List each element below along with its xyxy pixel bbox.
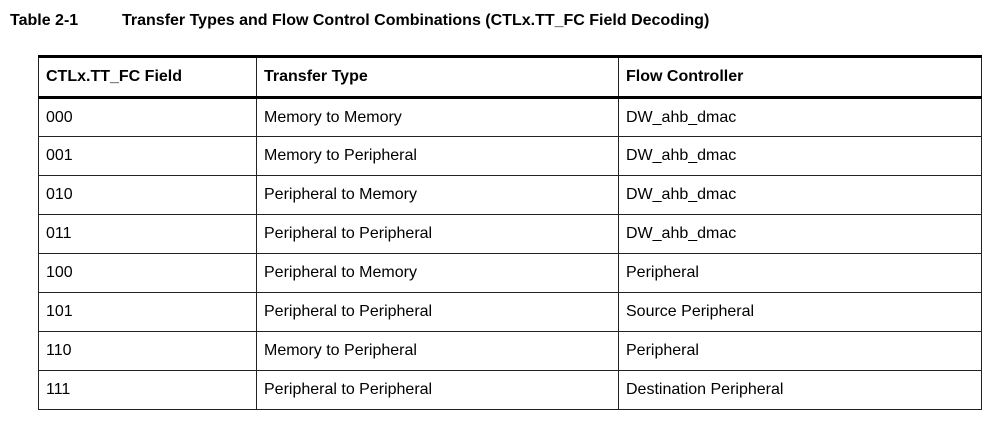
table-row: 110 Memory to Peripheral Peripheral	[38, 331, 982, 371]
cell-flow-controller: DW_ahb_dmac	[618, 214, 982, 254]
table-row: 101 Peripheral to Peripheral Source Peri…	[38, 292, 982, 332]
cell-transfer-type: Memory to Peripheral	[256, 331, 619, 371]
cell-field: 000	[38, 97, 257, 137]
table-row: 100 Peripheral to Memory Peripheral	[38, 253, 982, 293]
table-row: 010 Peripheral to Memory DW_ahb_dmac	[38, 175, 982, 215]
cell-field: 101	[38, 292, 257, 332]
header-field: CTLx.TT_FC Field	[38, 55, 257, 99]
tt-fc-decoding-table: CTLx.TT_FC Field Transfer Type Flow Cont…	[38, 55, 982, 410]
cell-flow-controller: DW_ahb_dmac	[618, 136, 982, 176]
table-row: 000 Memory to Memory DW_ahb_dmac	[38, 97, 982, 137]
table-row: 011 Peripheral to Peripheral DW_ahb_dmac	[38, 214, 982, 254]
table-row: 001 Memory to Peripheral DW_ahb_dmac	[38, 136, 982, 176]
cell-field: 011	[38, 214, 257, 254]
cell-flow-controller: Peripheral	[618, 253, 982, 293]
header-flow-controller: Flow Controller	[618, 55, 982, 99]
cell-transfer-type: Peripheral to Peripheral	[256, 214, 619, 254]
cell-field: 110	[38, 331, 257, 371]
header-transfer-type: Transfer Type	[256, 55, 619, 99]
cell-transfer-type: Peripheral to Peripheral	[256, 370, 619, 410]
cell-transfer-type: Peripheral to Peripheral	[256, 292, 619, 332]
table-caption: Table 2-1 Transfer Types and Flow Contro…	[10, 9, 709, 33]
cell-field: 111	[38, 370, 257, 410]
table-title: Transfer Types and Flow Control Combinat…	[122, 12, 710, 29]
cell-field: 001	[38, 136, 257, 176]
cell-transfer-type: Memory to Peripheral	[256, 136, 619, 176]
cell-flow-controller: DW_ahb_dmac	[618, 175, 982, 215]
cell-flow-controller: Source Peripheral	[618, 292, 982, 332]
cell-transfer-type: Memory to Memory	[256, 97, 619, 137]
cell-field: 010	[38, 175, 257, 215]
cell-field: 100	[38, 253, 257, 293]
cell-flow-controller: DW_ahb_dmac	[618, 97, 982, 137]
table-header-row: CTLx.TT_FC Field Transfer Type Flow Cont…	[38, 55, 982, 99]
cell-transfer-type: Peripheral to Memory	[256, 253, 619, 293]
cell-transfer-type: Peripheral to Memory	[256, 175, 619, 215]
cell-flow-controller: Destination Peripheral	[618, 370, 982, 410]
cell-flow-controller: Peripheral	[618, 331, 982, 371]
table-row: 111 Peripheral to Peripheral Destination…	[38, 370, 982, 410]
table-number: Table 2-1	[10, 12, 79, 29]
